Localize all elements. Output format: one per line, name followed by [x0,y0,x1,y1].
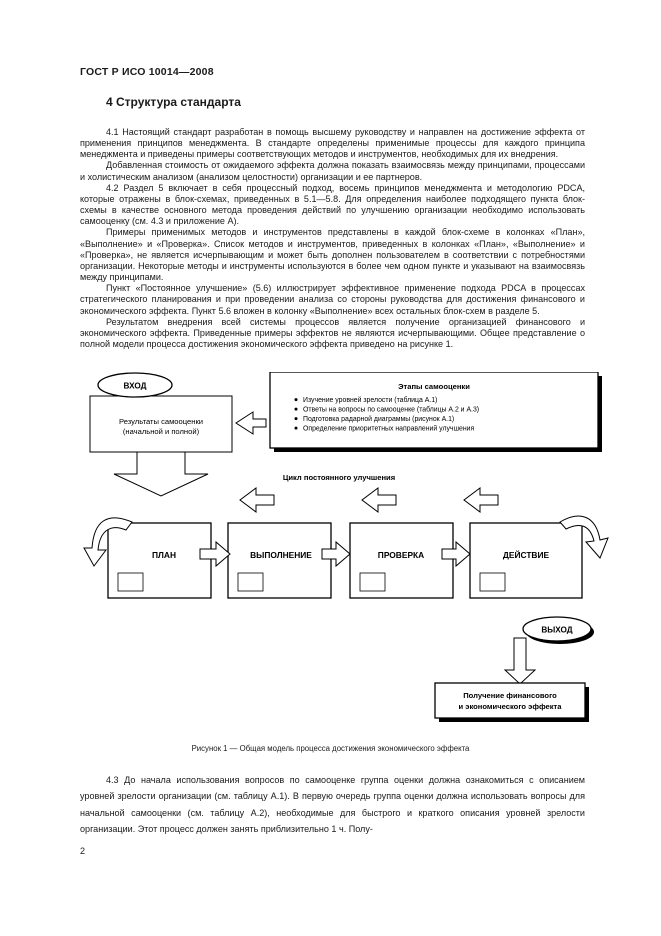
arrow-down-icon [503,637,537,685]
paragraph: 4.3 До начала использования вопросов по … [80,775,585,835]
forward-arrow-icon [441,540,471,568]
stages-item: Определение приоритетных направлений улу… [303,425,475,433]
act-inner-box [479,572,506,592]
stages-list: Изучение уровней зрелости (таблица А.1) … [294,396,479,433]
paragraph: Добавленная стоимость от ожидаемого эффе… [80,160,585,182]
figure-caption: Рисунок 1 — Общая модель процесса достиж… [191,744,470,753]
paragraph: Примеры применимых методов и инструменто… [80,227,585,283]
cycle-label: Цикл постоянного улучшения [283,473,395,482]
arrow-left-icon [235,411,267,435]
results-box [89,395,233,453]
do-label: ВЫПОЛНЕНИЕ [250,550,312,560]
forward-arrow-icon [321,540,351,568]
input-ellipse [97,372,173,398]
output-label: ВЫХОД [541,626,572,635]
body-text: 4.1 Настоящий стандарт разработан в помо… [80,127,585,350]
paragraph: 4.1 Настоящий стандарт разработан в помо… [80,127,585,160]
arrow-down-icon [113,451,209,497]
stages-box [269,371,599,449]
check-inner-box [359,572,386,592]
paragraph: 4.2 Раздел 5 включает в себя процессный … [80,182,585,227]
bullet-icon [294,407,298,411]
do-box [227,522,332,599]
return-arrow-icon [463,487,499,513]
result-text-1: Получение финансового [463,691,557,700]
bullet-icon [294,417,298,421]
result-box [434,682,586,719]
paragraph: Пункт «Постоянное улучшение» (5.6) иллюс… [80,283,585,316]
bullet-icon [294,398,298,402]
output-ellipse [522,616,592,642]
results-text-2: (начальной и полной) [123,427,200,436]
stages-item: Изучение уровней зрелости (таблица А.1) [303,396,437,404]
curved-arrow-icon [559,515,609,559]
result-text-2: и экономического эффекта [459,702,563,711]
paragraph: Результатом внедрения всей системы проце… [80,316,585,349]
section-title: 4 Структура стандарта [106,95,241,109]
stages-title: Этапы самооценки [398,382,470,391]
return-arrow-icon [239,487,275,513]
curved-arrow-icon [83,517,133,567]
diagram: Этапы самооценки Изучение уровней зрелос… [83,371,609,722]
forward-arrow-icon [199,540,231,568]
plan-label: ПЛАН [152,550,176,560]
stages-item: Ответы на вопросы по самооценке (таблицы… [303,406,479,414]
results-text-1: Результаты самооценки [119,417,203,426]
plan-inner-box [117,572,144,592]
page-number: 2 [80,846,86,856]
input-label: ВХОД [124,382,147,391]
act-label: ДЕЙСТВИЕ [503,549,550,560]
do-inner-box [237,572,264,592]
return-arrow-icon [361,487,397,513]
check-label: ПРОВЕРКА [378,550,424,560]
bullet-icon [294,426,298,430]
document-header: ГОСТ Р ИСО 10014—2008 [80,66,214,78]
body-text: 4.3 До начала использования вопросов по … [80,772,585,838]
stages-item: Подготовка радарной диаграммы (рисунок А… [303,415,454,423]
figure-1: Этапы самооценки Изучение уровней зрелос… [80,371,620,732]
